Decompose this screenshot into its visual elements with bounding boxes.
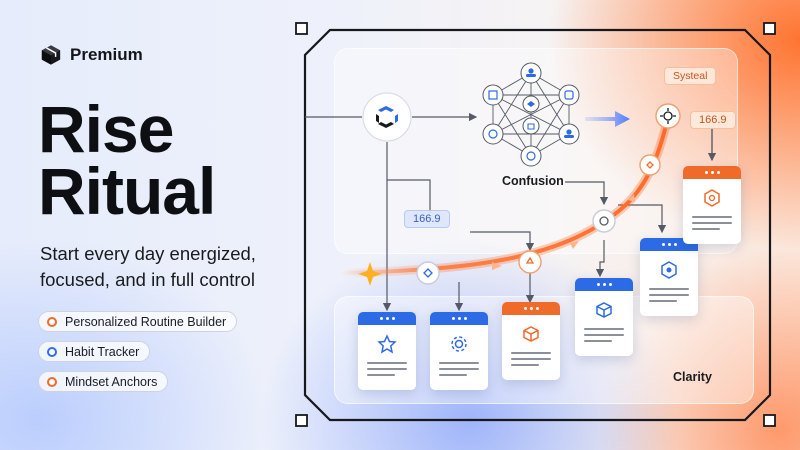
bullet-dot-icon: [47, 376, 57, 387]
feature-label: Mindset Anchors: [65, 374, 158, 389]
routine-card[interactable]: [358, 312, 416, 390]
title-line-1: Rise: [38, 92, 174, 166]
feature-pill-habit-tracker[interactable]: Habit Tracker: [38, 341, 151, 362]
shield-badge-icon: [704, 189, 720, 207]
card-header: [575, 278, 633, 291]
feature-pill-routine-builder[interactable]: Personalized Routine Builder: [38, 311, 238, 332]
cube-icon: [596, 302, 612, 318]
feature-label: Personalized Routine Builder: [65, 314, 227, 329]
card-header: [502, 302, 560, 315]
bullet-dot-icon: [47, 346, 57, 357]
brand-name: Premium: [70, 45, 143, 64]
value-tag-top: Systeal: [664, 67, 717, 85]
location-badge-icon: [661, 261, 677, 279]
cube-icon: [41, 45, 61, 65]
routine-card[interactable]: [683, 166, 741, 244]
card-header: [358, 312, 416, 325]
corner-marker: [295, 414, 308, 427]
star-badge-icon: [377, 334, 397, 354]
routine-card[interactable]: [502, 302, 560, 380]
title-line-2: Ritual: [38, 154, 216, 228]
routine-card[interactable]: [640, 238, 698, 316]
box-icon: [523, 326, 539, 342]
end-label-clarity: Clarity: [673, 370, 712, 384]
bullet-dot-icon: [47, 316, 57, 327]
subtitle-line-1: Start every day energized,: [40, 243, 256, 264]
value-tag-left: 166.9: [404, 210, 450, 228]
corner-marker: [763, 414, 776, 427]
feature-list: Personalized Routine Builder Habit Track…: [38, 311, 238, 392]
sparkle-icon: [358, 262, 382, 286]
hub-label-confusion: Confusion: [502, 174, 564, 188]
card-header: [430, 312, 488, 325]
routine-card[interactable]: [575, 278, 633, 356]
value-tag-right: 166.9: [690, 111, 736, 129]
page-title: Rise Ritual: [38, 92, 216, 228]
routine-card[interactable]: [430, 312, 488, 390]
feature-label: Habit Tracker: [65, 344, 140, 359]
subtitle: Start every day energized, focused, and …: [40, 241, 290, 293]
subtitle-line-2: focused, and in full control: [40, 269, 255, 290]
hero-copy: Premium Rise Ritual Start every day ener…: [0, 0, 290, 450]
card-header: [683, 166, 741, 179]
feature-pill-mindset-anchors[interactable]: Mindset Anchors: [38, 371, 169, 392]
brand: Premium: [40, 44, 143, 66]
corner-marker: [295, 22, 308, 35]
corner-marker: [763, 22, 776, 35]
gear-icon: [451, 336, 467, 352]
